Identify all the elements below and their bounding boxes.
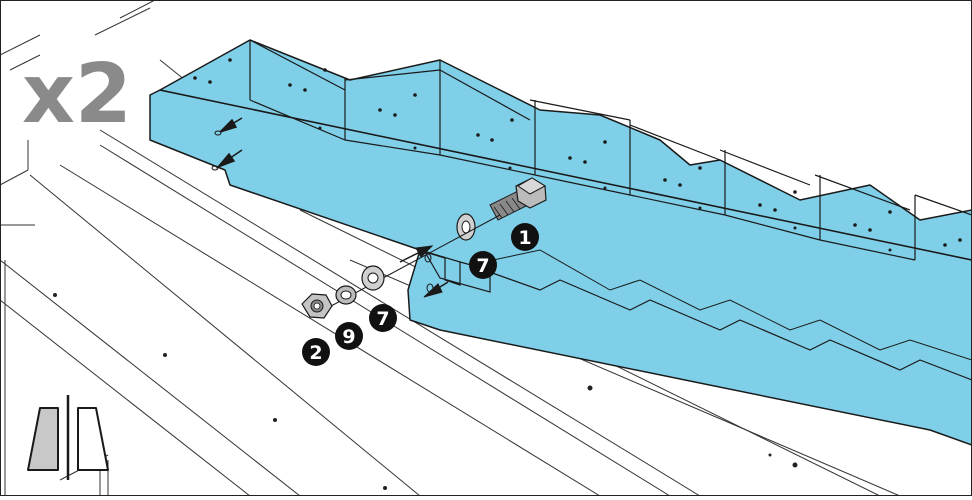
callout-9-label: 9 (342, 326, 355, 348)
connection-bracket (423, 250, 491, 293)
callout-2-label: 2 (309, 342, 322, 364)
stringer-side-plate (149, 89, 972, 446)
callout-1-label: 1 (518, 227, 531, 249)
washer-2 (361, 265, 385, 291)
callout-1: 1 (511, 223, 539, 251)
mirror-symmetry-icon (27, 395, 109, 480)
callout-7-upper-label: 7 (476, 255, 489, 277)
callout-2: 2 (302, 338, 330, 366)
lock-washer (335, 285, 357, 305)
callout-7-upper: 7 (469, 251, 497, 279)
callout-9: 9 (335, 322, 363, 350)
hex-nut (301, 293, 333, 319)
insert-arrow (399, 245, 449, 298)
floor-screw-holes (53, 293, 798, 490)
washer-1 (456, 213, 476, 241)
callout-7-lower: 7 (369, 304, 397, 332)
quantity-label: x2 (22, 47, 132, 142)
hardware-exploded (301, 177, 547, 319)
bolt (489, 177, 547, 221)
hole-arrows (215, 117, 243, 169)
stair-stringer (149, 39, 972, 446)
stringer-lower-teeth (419, 249, 972, 381)
stringer-treads (159, 39, 972, 261)
callout-7-lower-label: 7 (376, 308, 389, 330)
